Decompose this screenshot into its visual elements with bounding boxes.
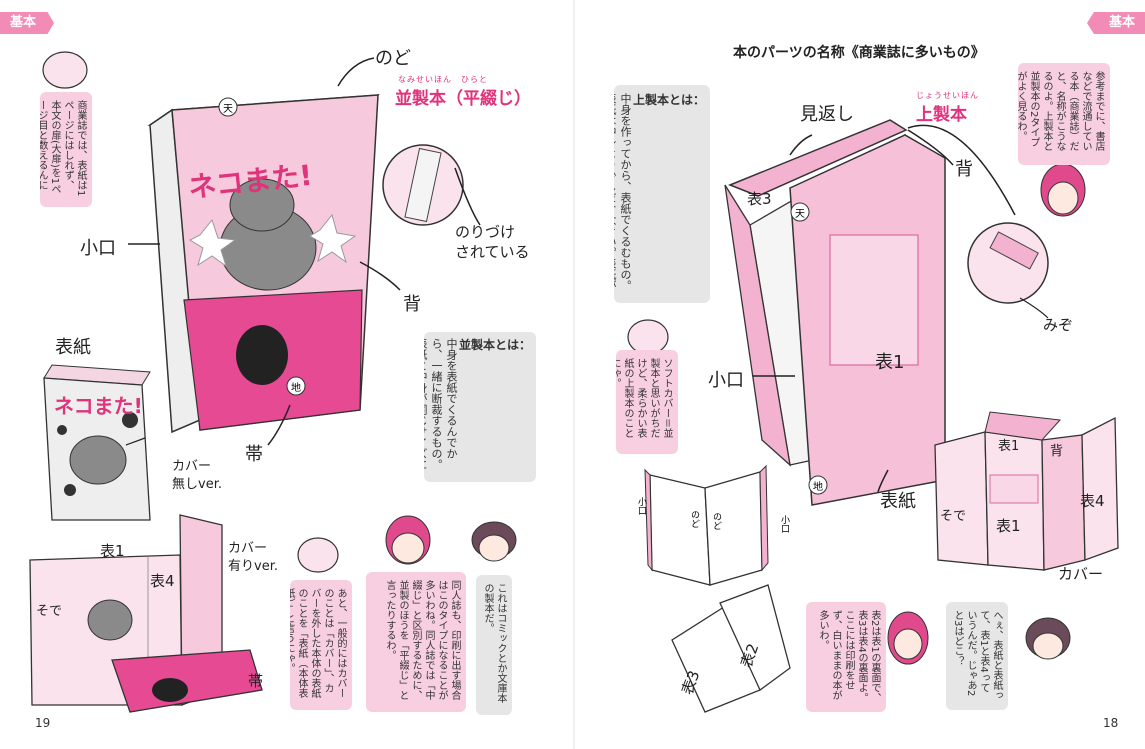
heisei-box-heading: 並製本とは：: [458, 338, 531, 352]
label-c-hyo4: 表4: [1080, 492, 1105, 510]
label-c-se: 背: [1050, 444, 1064, 459]
label-nodo-small: のど: [689, 510, 699, 528]
dialog-twintail-left: これはコミックとか文庫本の製本だ。: [476, 575, 512, 715]
label-c-hyo1b: 表1: [996, 517, 1021, 535]
spread-gutter: [573, 0, 575, 749]
dialog-twintail-right: へぇ、表紙と表紙って、表1と表4っていうんだ。じゃあ2と3はどこ？: [946, 602, 1008, 710]
heisei-ruby: なみせいほん ひらと: [398, 75, 488, 84]
coverless-book-illustration: [43, 364, 151, 521]
label-c-sode: そで: [940, 509, 967, 524]
cover-jacket-illustration: [29, 514, 263, 713]
label-se-left: 背: [403, 294, 421, 315]
section-tab-right: 基本: [1086, 12, 1145, 34]
label-hyoshi-right: 表紙: [880, 491, 916, 512]
jousei-ruby: じょうせいほん: [916, 91, 979, 100]
label-ten-left: 天: [223, 104, 233, 115]
dialog-cat-left: あと、一般的にはカバーのことは「カバー」、カバーを外した本体の表紙のことを「表紙…: [290, 580, 352, 710]
open-book-illustration: [644, 464, 769, 586]
label-hyoshi-left: 表紙: [55, 337, 91, 358]
label-nodo: のど: [375, 48, 411, 69]
label-koguchi-left: 小口: [80, 238, 116, 259]
jousei-box-heading: 上製本とは：: [632, 93, 705, 107]
heisei-box: 並製本とは： 中身を表紙でくるんでから、一緒に断裁するもの。表紙と中身が同じサイ…: [424, 332, 536, 482]
label-koguchi-right: 小口: [708, 370, 744, 391]
label-c-hyo1: 表1: [998, 439, 1020, 454]
page-title: 本のパーツの名称《商業誌に多いもの》: [733, 45, 985, 61]
side-note-right: 参考までに、書店などで流通している本（商業誌）だと、名称がこうなるのよ。上製本と…: [1018, 63, 1110, 165]
label-mizo: みぞ: [1043, 316, 1074, 334]
label-hyo1-right: 表1: [875, 352, 905, 373]
page-number-right: 18: [1103, 716, 1119, 730]
paperback-illustration: [147, 94, 380, 434]
heisei-title: 並製本（平綴じ）: [395, 89, 531, 109]
dialog-glasses-girl-right: 表2は表1の裏面で、表3は表4の裏面よ。ここには印刷をせず、白いままの本が多いわ…: [806, 602, 886, 712]
label-koguchi-small2: 小口: [779, 515, 789, 533]
label-chi-right: 地: [813, 482, 823, 493]
hardcover-illustration: [724, 119, 946, 506]
heisei-box-text: 中身を表紙でくるんでから、一緒に断裁するもの。表紙と中身が同じサイズになる。ペー…: [424, 338, 458, 470]
label-hyo3-right: 表3: [747, 190, 772, 208]
jousei-box-text: 中身を作ってから、表紙でくるむもの。表紙は中身より少しだけ大きい。表紙が厚紙のも…: [614, 93, 632, 291]
jousei-title: 上製本: [916, 105, 967, 125]
jousei-box: 上製本とは： 中身を作ってから、表紙でくるむもの。表紙は中身より少しだけ大きい。…: [614, 85, 710, 303]
section-tab-left: 基本: [0, 12, 55, 34]
cat-note-right: ソフトカバー＝並製本と思いがちだけど、柔らかい表紙の上製本のことにゃ。: [616, 350, 678, 454]
page-number-left: 19: [35, 716, 51, 730]
label-sode-left: そで: [36, 604, 63, 619]
label-cover-none: カバー 無しver.: [172, 459, 222, 492]
book-cover-title-small: ネコまた!: [54, 394, 143, 418]
label-hyo4-left: 表4: [150, 572, 175, 590]
cat-note-left: 商業誌では、表紙は1ページにはしれず、本文の扉(大扉)を1ページ目と数えるんにゃ…: [40, 92, 92, 207]
label-cover-right: カバー: [1058, 565, 1104, 583]
label-obi2-left: 帯: [248, 672, 264, 690]
dialog-glasses-girl-left: 同人誌も、印刷に出す場合はこのタイプになることが多いわね。同人誌では「中綴じ」と…: [366, 572, 466, 712]
label-koguchi-small: 小口: [636, 497, 646, 515]
label-noridzuke: のりづけ されている: [455, 223, 530, 261]
hardcover-jacket-illustration: [934, 411, 1119, 571]
label-chi-left: 地: [291, 383, 301, 394]
label-hyo1-left: 表1: [100, 542, 125, 560]
label-cover-with: カバー 有りver.: [228, 541, 278, 574]
label-nodo-small2: のど: [711, 512, 721, 530]
label-ten-right: 天: [795, 209, 805, 220]
label-mikaeshi: 見返し: [800, 104, 854, 125]
label-se-right: 背: [955, 159, 973, 180]
open-back-book-illustration: [671, 584, 791, 713]
characters: [385, 163, 1086, 665]
label-obi-left: 帯: [245, 444, 263, 465]
